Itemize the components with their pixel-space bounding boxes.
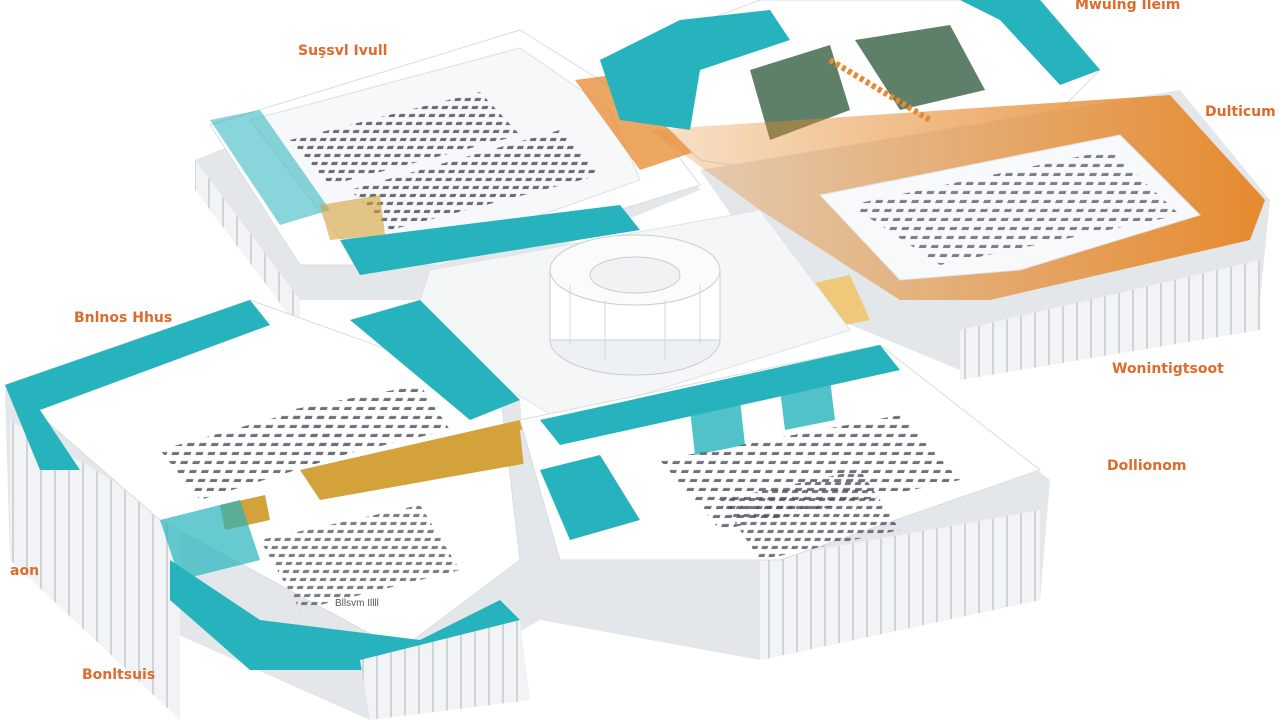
lower-left-ochre-corridor [300,420,545,500]
callout-right-upper: Dulticum [1205,104,1276,120]
upper-right-teal-frame [600,10,790,130]
callout-top-left: Suşsvl Ivull [298,43,388,59]
lower-left-teal-side [350,300,520,420]
right-seating [850,150,1180,265]
upper-left-ochre-patch [320,195,385,240]
orange-divider [828,57,932,123]
lower-left-facade-bottom [360,620,530,720]
callout-top-right: Mwulng Ileim [1075,0,1181,13]
central-atrium [409,209,851,421]
callout-left-lower: aon [10,563,40,579]
lower-right-teal-corner [540,455,640,540]
lower-right-seating-b [720,470,900,560]
building-lower-left [4,299,545,720]
lower-right-teal-block-b [780,380,835,430]
lower-left-seating-b [290,385,450,460]
lower-left-seating-c [260,505,460,610]
upper-left-seating-b [350,130,600,230]
green-room-b [855,25,985,110]
lower-left-teal-wall [5,300,270,470]
upper-left-teal-band [340,205,640,275]
lower-right-teal-band [540,345,900,445]
callout-left-middle: Bnlnos Hhus [74,310,173,326]
hall-sign: Bllsvm Illll [335,598,379,609]
callout-bottom-left: Bonltsuis [82,667,156,683]
building-upper-left [195,29,701,330]
atrium-inner [589,256,681,294]
upper-left-seating-a [290,92,520,185]
upper-left-teal-wing [210,110,330,225]
upper-right-teal-edge [960,0,1100,85]
green-room-a [750,45,850,140]
callout-right-middle: Wonintigtsoot [1112,361,1224,377]
callout-right-lower: Dollionom [1107,458,1187,474]
upper-left-facade [195,160,300,330]
right-facade [960,260,1260,380]
building-lower-right [519,344,1050,660]
lower-left-teal-floor [160,500,260,580]
lower-right-facade [760,510,1040,660]
lower-right-teal-block-a [690,400,745,455]
building-right [650,90,1270,380]
